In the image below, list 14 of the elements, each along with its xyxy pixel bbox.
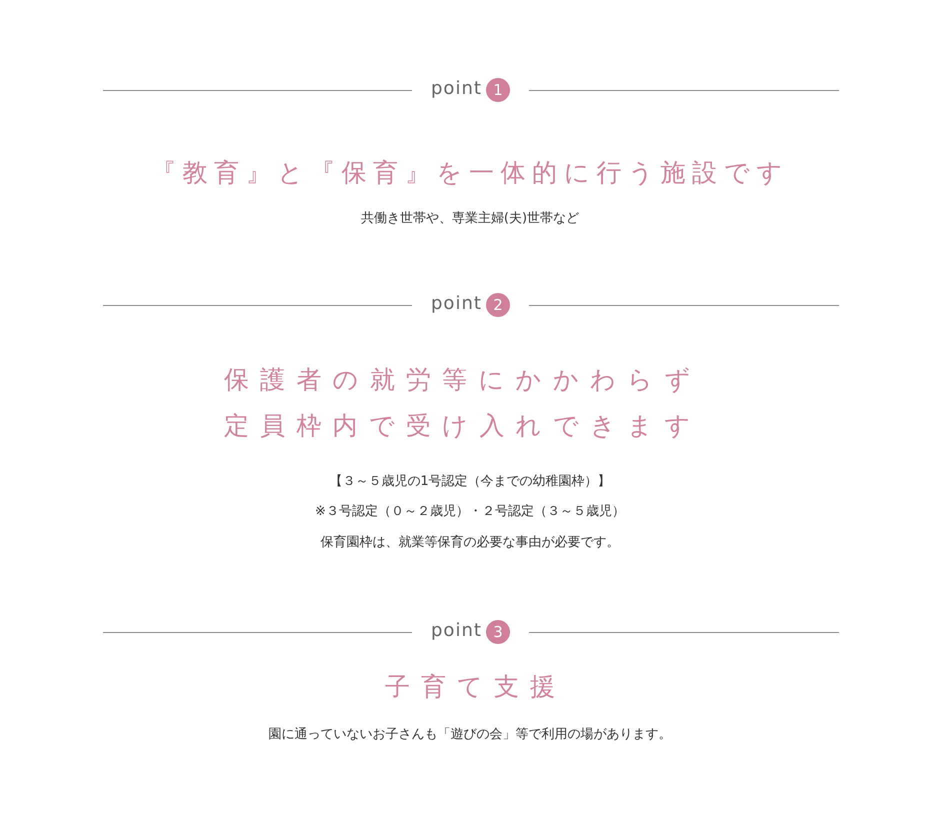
body-text: 共働き世帯や、専業主婦(夫)世帯など [360, 210, 580, 228]
point-label: point [431, 619, 482, 643]
body-text: 園に通っていないお子さんも「遊びの会」等で利用の場があります。 [268, 726, 672, 744]
number-badge: 3 [486, 620, 510, 644]
heading: 保護者の就労等にかかわらず定員枠内で受け入れできます [224, 364, 703, 442]
point-label: point [431, 77, 482, 101]
body-text: 【３～５歳児の1号認定（今までの幼稚園枠）】 [328, 473, 612, 491]
number-badge: 1 [486, 78, 510, 102]
heading: 子育て支援 [384, 671, 567, 703]
heading: 『教育』と『保育』を一体的に行う施設です [150, 157, 790, 189]
body-text: 保育園枠は、就業等保育の必要な事由が必要です。 [320, 534, 620, 552]
point-label: point [431, 292, 482, 316]
number-badge: 2 [486, 293, 510, 317]
body-text: ※３号認定（０～２歳児）・２号認定（３～５歳児） [314, 503, 626, 521]
